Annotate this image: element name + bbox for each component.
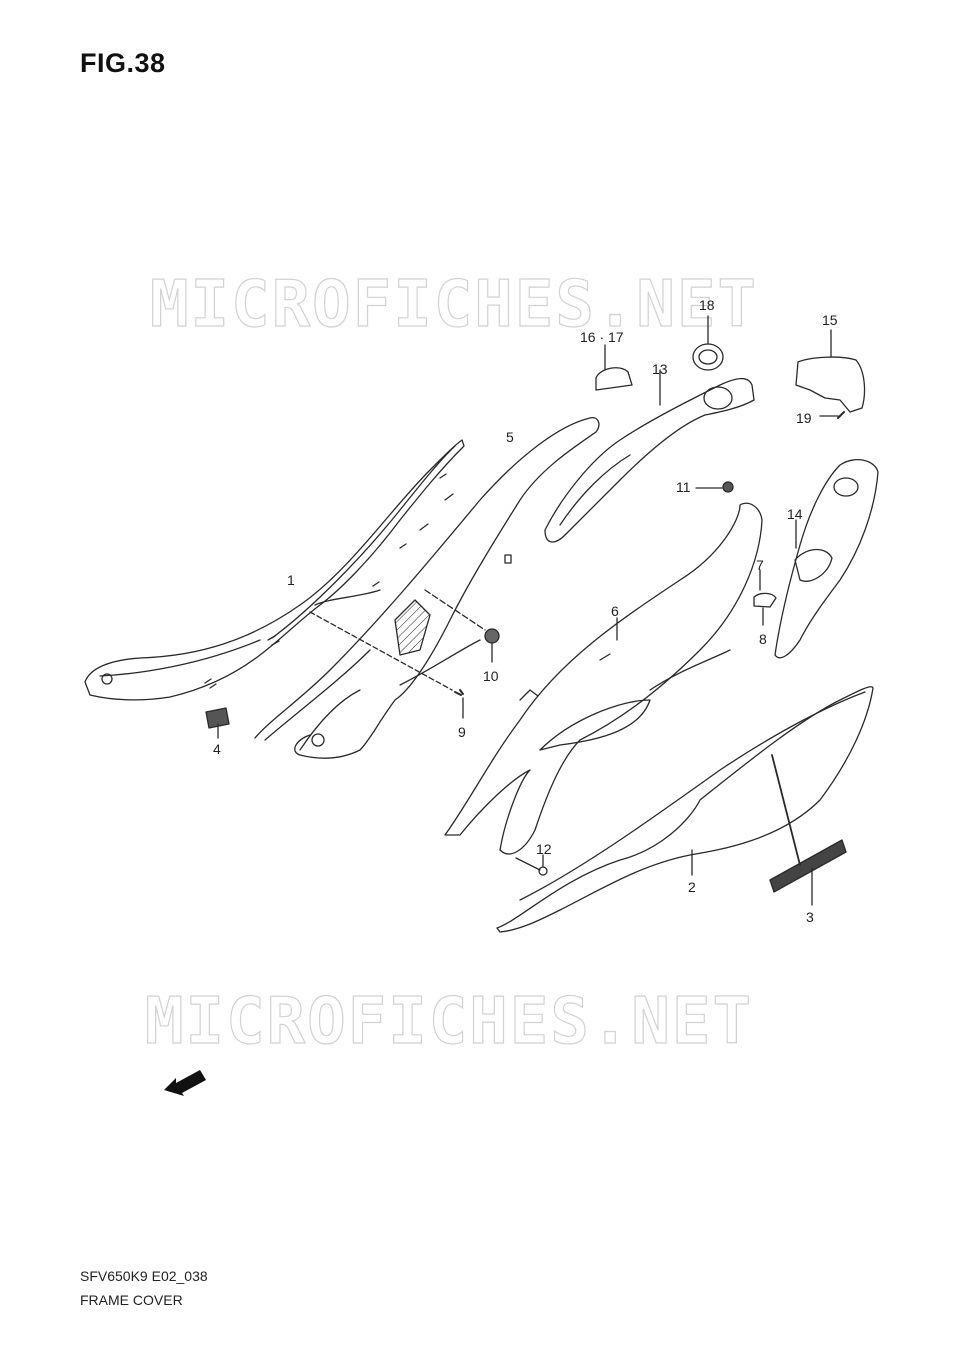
- callout-13[interactable]: 13: [652, 361, 668, 377]
- callout-19[interactable]: 19: [796, 410, 812, 426]
- callout-5[interactable]: 5: [506, 429, 514, 445]
- part-6-lower-frame-cover[interactable]: [444, 502, 763, 855]
- part-19-screw[interactable]: [819, 411, 845, 419]
- part-16-17-cap[interactable]: [595, 344, 633, 391]
- model-code: SFV650K9 E02_038: [80, 1268, 208, 1284]
- callout-10[interactable]: 10: [483, 668, 499, 684]
- watermark-bottom: MICROFICHES.NET: [144, 984, 875, 1060]
- callout-6[interactable]: 6: [611, 603, 619, 619]
- part-10-grommet[interactable]: [484, 628, 500, 663]
- part-5-center-frame-cover[interactable]: [254, 417, 600, 759]
- callout-8[interactable]: 8: [759, 631, 767, 647]
- part-9-screw[interactable]: [454, 689, 464, 719]
- part-1-left-frame-cover[interactable]: [84, 439, 465, 701]
- part-4-clip[interactable]: [205, 707, 230, 739]
- part-15-tail-cap[interactable]: [795, 329, 866, 413]
- callout-9[interactable]: 9: [458, 724, 466, 740]
- part-13-rear-rail[interactable]: [544, 369, 755, 543]
- part-7-8-pad[interactable]: [753, 569, 777, 626]
- watermark-top: MICROFICHES.NET: [149, 267, 880, 343]
- callout-4[interactable]: 4: [213, 741, 221, 757]
- figure-title: FIG.38: [80, 48, 166, 78]
- part-14-side-rail[interactable]: [774, 459, 879, 659]
- callout-14[interactable]: 14: [787, 506, 803, 522]
- part-11-bolt[interactable]: [695, 481, 734, 493]
- callout-12[interactable]: 12: [536, 841, 552, 857]
- callout-2[interactable]: 2: [688, 879, 696, 895]
- callout-18[interactable]: 18: [699, 297, 715, 313]
- callout-7[interactable]: 7: [756, 557, 764, 573]
- forward-arrow-icon: [164, 1070, 206, 1096]
- part-12-screw[interactable]: [515, 854, 548, 876]
- part-18-ring[interactable]: [692, 315, 724, 371]
- callout-16-17[interactable]: 16 · 17: [580, 329, 624, 345]
- callout-1[interactable]: 1: [287, 572, 295, 588]
- callout-15[interactable]: 15: [822, 312, 838, 328]
- callout-11[interactable]: 11: [676, 479, 691, 495]
- part-2-side-panel[interactable]: [496, 686, 874, 933]
- part-3-emblem[interactable]: [769, 754, 847, 906]
- callout-3[interactable]: 3: [806, 909, 814, 925]
- figure-name: FRAME COVER: [80, 1292, 183, 1308]
